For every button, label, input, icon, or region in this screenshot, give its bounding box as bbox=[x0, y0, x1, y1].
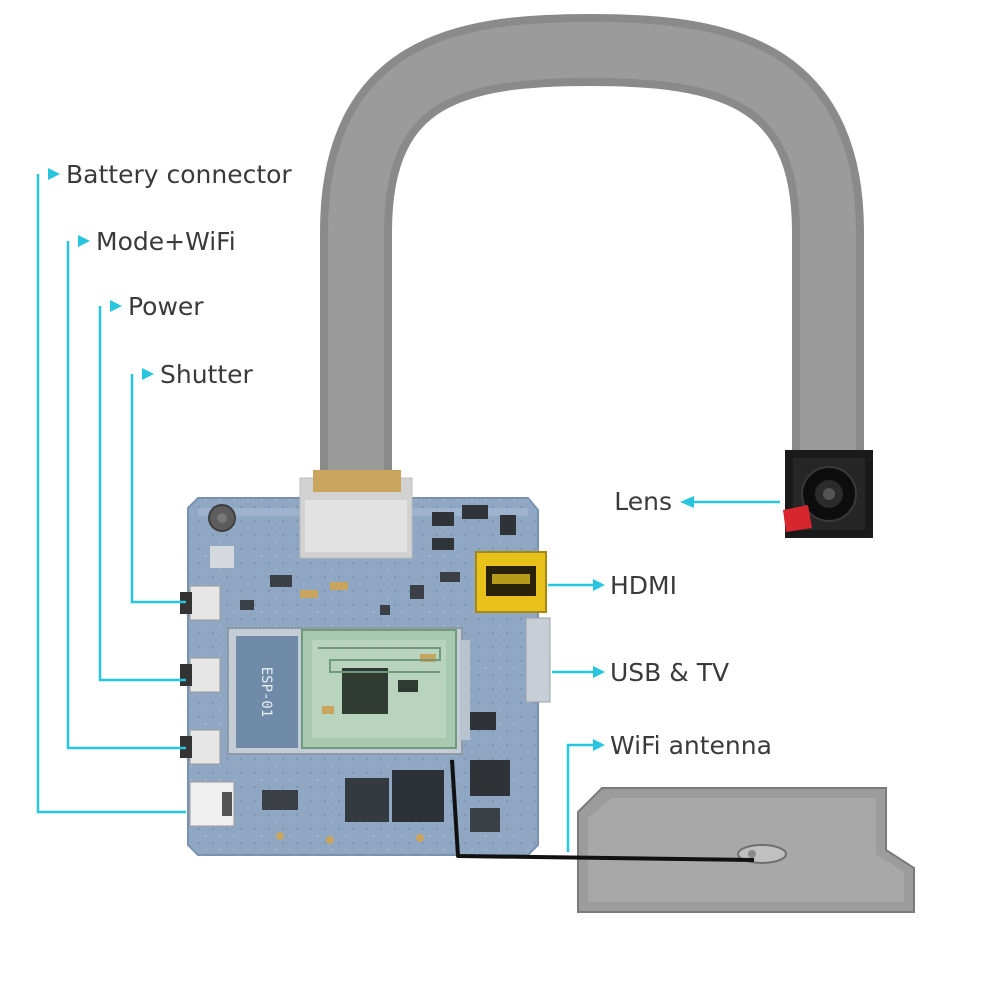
lens-tab bbox=[783, 505, 812, 532]
label-lens: Lens bbox=[614, 487, 672, 516]
label-shutter: Shutter bbox=[160, 360, 254, 389]
label-usb-tv: USB & TV bbox=[610, 658, 729, 687]
antenna-wire bbox=[450, 759, 755, 862]
leader-lines-left bbox=[36, 174, 186, 814]
board-marking: ESP-01 bbox=[258, 667, 274, 718]
label-power: Power bbox=[128, 292, 204, 321]
wifi-module bbox=[301, 629, 457, 749]
label-hdmi: HDMI bbox=[610, 571, 677, 600]
ribbon-cable bbox=[320, 14, 864, 478]
mode-wifi-button bbox=[189, 729, 221, 765]
leader-arrows-right bbox=[593, 496, 694, 751]
power-button bbox=[189, 657, 221, 693]
hdmi-port bbox=[475, 551, 547, 613]
leader-lines-right bbox=[548, 500, 780, 852]
label-wifi-antenna: WiFi antenna bbox=[610, 731, 772, 760]
lens-module bbox=[783, 450, 873, 538]
leader-mode-wifi bbox=[66, 241, 186, 750]
wifi-antenna-board bbox=[577, 787, 915, 913]
leader-arrows-left bbox=[48, 168, 154, 380]
label-mode-wifi: Mode+WiFi bbox=[96, 227, 236, 256]
ribbon-cable-highlight bbox=[328, 21, 856, 478]
main-pcb: ESP-01 bbox=[180, 470, 551, 856]
leader-wifi-antenna bbox=[566, 743, 594, 852]
leader-shutter bbox=[130, 374, 186, 604]
label-battery-connector: Battery connector bbox=[66, 160, 292, 189]
usb-port bbox=[525, 617, 551, 703]
shutter-button bbox=[189, 585, 221, 621]
leader-power bbox=[98, 306, 186, 682]
leader-battery bbox=[36, 174, 186, 814]
